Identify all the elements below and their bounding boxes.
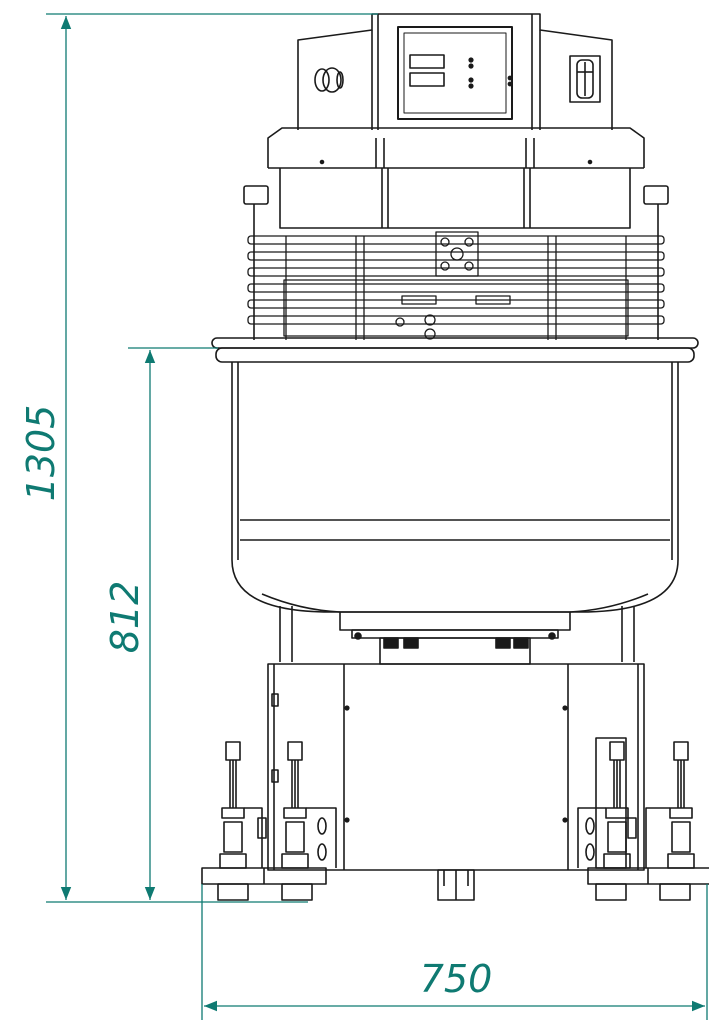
right-feet [577,737,709,901]
guard-cage [247,231,665,340]
bowl-rim [211,337,699,363]
emergency-stop-button-icon [314,67,344,93]
base-cabinet [267,663,645,901]
display-upper [409,54,445,69]
rotary-switch-icon [569,55,601,103]
left-feet [201,741,337,901]
head-cover [243,127,669,340]
bowl-height-label: 812 [103,581,147,654]
mixing-bowl [231,362,679,613]
control-head [297,13,613,130]
mixer-machine [201,13,709,901]
total-height-label: 1305 [19,405,63,502]
width-label: 750 [420,957,493,1001]
dimension-lines [46,13,708,1020]
control-panel [397,26,513,120]
display-lower [409,72,445,87]
bowl-drive [279,606,635,665]
